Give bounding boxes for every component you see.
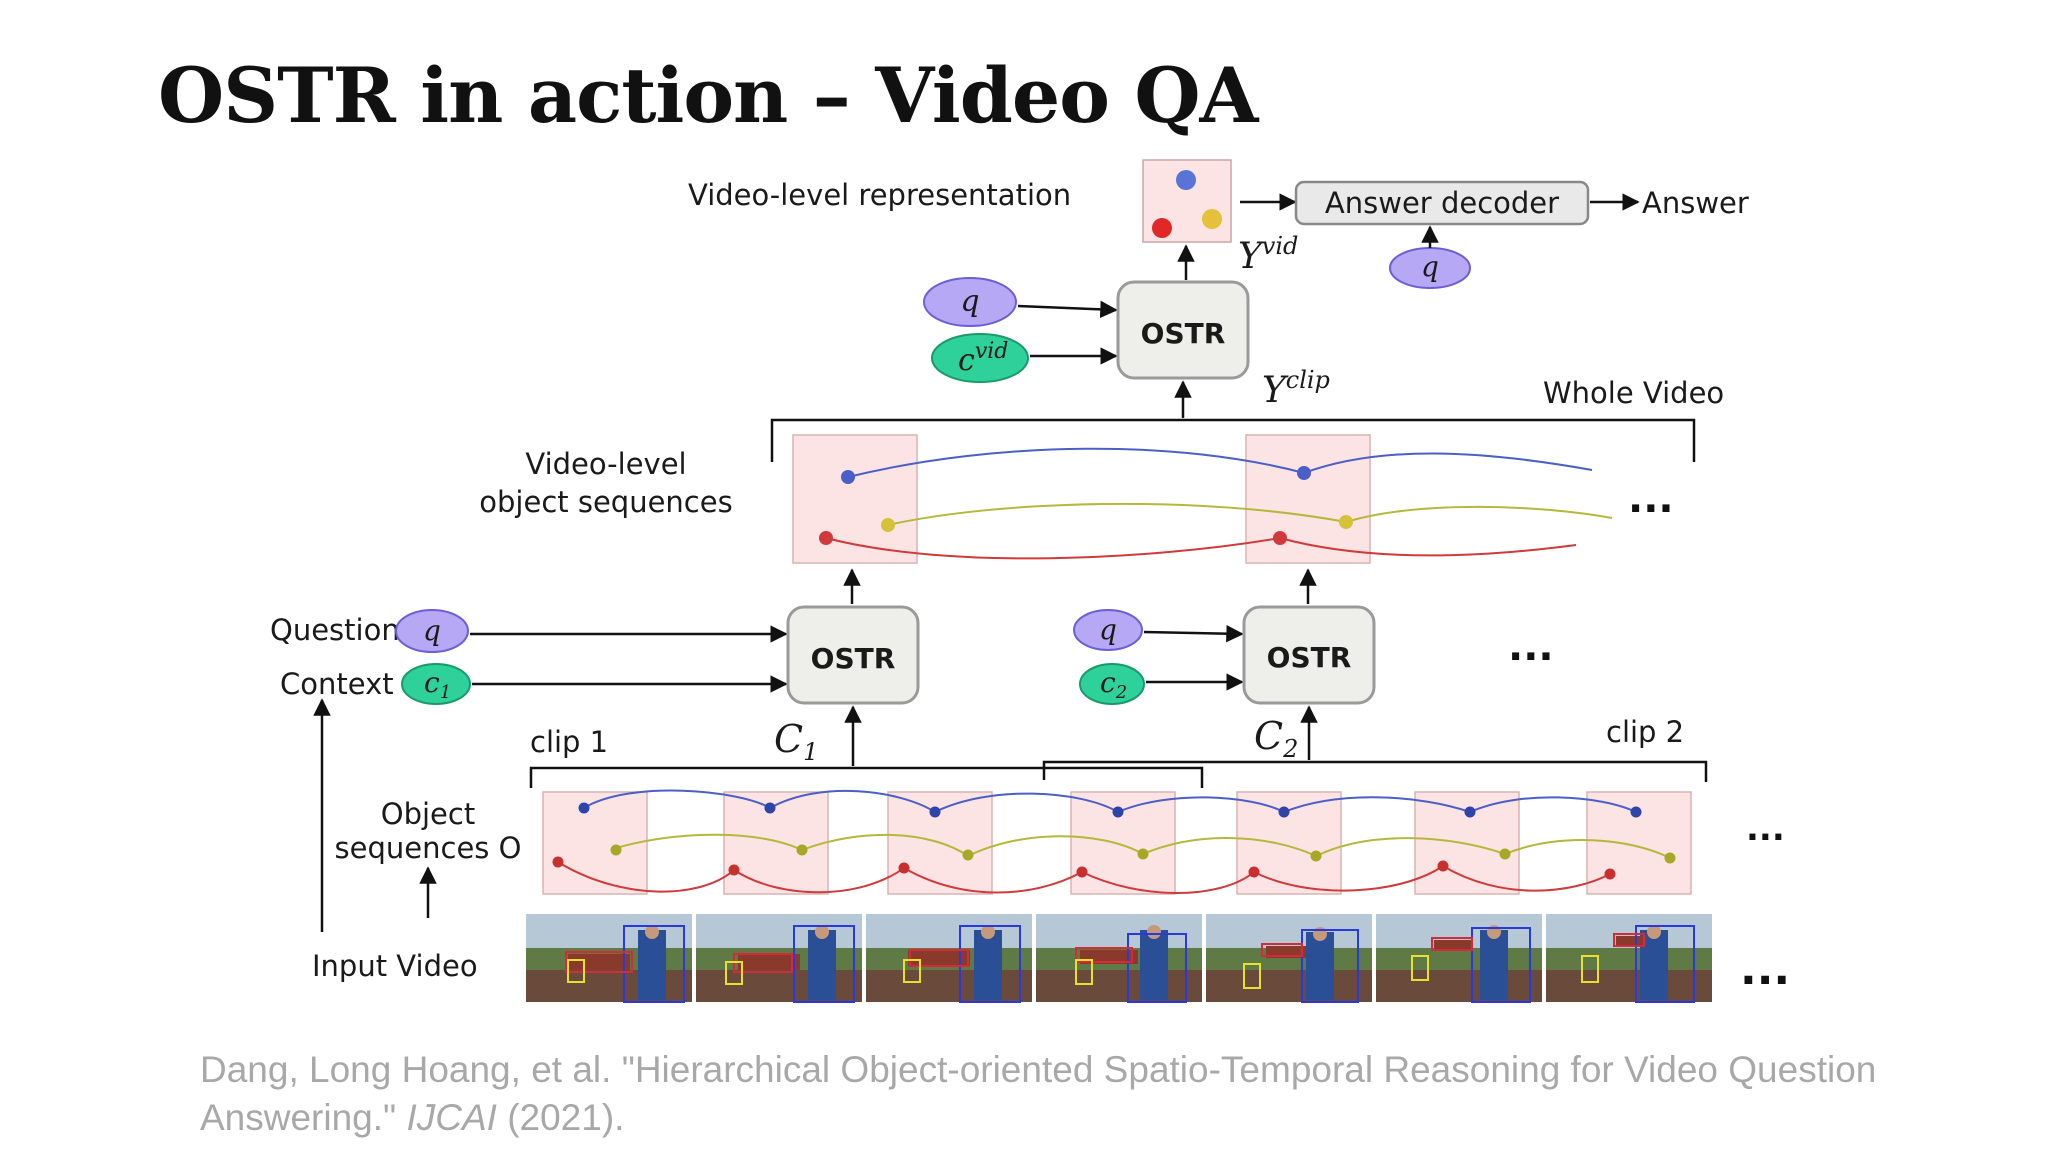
q-label-2: q: [1099, 613, 1117, 646]
citation-text: Dang, Long Hoang, et al. "Hierarchical O…: [200, 1049, 1877, 1138]
citation-year: (2021).: [496, 1097, 625, 1138]
video-blue-dot-2: [1297, 466, 1311, 480]
video-frame-2: [696, 914, 862, 1003]
video-frame-7: [1546, 914, 1712, 1003]
rep-yellow-dot: [1202, 209, 1222, 229]
yclip-label: Yclip: [1262, 366, 1330, 411]
video-frame-5: [1206, 914, 1372, 1003]
object-sequences-label-line1: Object: [381, 797, 475, 831]
ostr-top-box: [1116, 280, 1250, 380]
clip1-bracket: [529, 766, 1204, 788]
citation-venue: IJCAI: [406, 1097, 497, 1138]
q-node-1: [395, 609, 469, 653]
citation: Dang, Long Hoang, et al. "Hierarchical O…: [200, 1046, 2000, 1142]
c2-label: c2: [1100, 666, 1127, 703]
ostr-top-label: OSTR: [1141, 317, 1226, 350]
ostr-clip2-label: OSTR: [1267, 641, 1352, 674]
object-sequences-ellipsis: ...: [1746, 809, 1785, 849]
video-blue-sequence: [847, 447, 1593, 478]
video-red-sequence: [825, 536, 1577, 560]
object-frame-4: [1070, 791, 1176, 895]
video-red-dot-2: [1273, 531, 1287, 545]
object-blue-dots: [578, 802, 1642, 818]
ostr-clip2-box: [1242, 605, 1376, 705]
rep-blue-dot: [1176, 170, 1196, 190]
ostr-clip1-box: [786, 605, 920, 705]
video-yellow-dot-2: [1339, 515, 1353, 529]
video-level-ellipsis: ...: [1628, 476, 1674, 522]
clip1-label: clip 1: [530, 725, 608, 759]
object-frame-5: [1236, 791, 1342, 895]
input-video-label: Input Video: [312, 949, 478, 983]
yvid-label: Yvid: [1238, 232, 1298, 277]
arrow-q-to-top-ostr: [1017, 300, 1118, 319]
whole-video-label: Whole Video: [1543, 376, 1724, 410]
video-level-representation-label: Video-level representation: [688, 178, 1071, 212]
C2-label: C2: [1254, 714, 1298, 763]
C1-label: C1: [774, 717, 818, 766]
video-level-frame-2: [1245, 434, 1371, 564]
video-level-label-line1: Video-level: [525, 447, 686, 481]
answer-label: Answer: [1642, 186, 1749, 220]
input-video-ellipsis: ...: [1740, 944, 1790, 995]
arrow-q-to-ostr2: [1143, 624, 1244, 643]
q-label-top: q: [960, 284, 979, 319]
video-frames: [526, 914, 1712, 1003]
c1-label: c1: [424, 666, 451, 703]
clip2-label: clip 2: [1606, 715, 1684, 749]
object-frame-1: [542, 791, 648, 895]
rep-red-dot: [1152, 218, 1172, 238]
c2-node: [1079, 663, 1145, 705]
cvid-node: [931, 333, 1029, 383]
q-node-top: [923, 277, 1017, 327]
video-frame-3: [866, 914, 1032, 1003]
video-yellow-sequence: [887, 502, 1613, 526]
object-frame-2: [723, 791, 829, 895]
context-label: Context: [280, 667, 394, 701]
video-yellow-dot-1: [881, 518, 895, 532]
answer-decoder-label: Answer decoder: [1325, 186, 1559, 220]
question-label: Question: [270, 613, 400, 647]
object-red-dots: [552, 856, 1616, 880]
video-frame-6: [1376, 914, 1542, 1003]
object-yellow-dots: [610, 844, 1676, 864]
clip2-bracket: [1042, 760, 1708, 782]
q-label-decoder: q: [1421, 250, 1439, 283]
answer-decoder-box: [1294, 180, 1590, 226]
q-node-2: [1073, 609, 1143, 651]
clip-ostr-ellipsis: ...: [1508, 624, 1554, 670]
ostr-clip1-label: OSTR: [811, 642, 896, 675]
video-frame-1: [526, 914, 692, 1003]
video-level-label-line2: object sequences: [479, 485, 732, 519]
cvid-label: cvid: [958, 339, 1008, 378]
object-frame-7: [1586, 791, 1692, 895]
whole-video-bracket: [770, 418, 1696, 462]
slide-title: OSTR in action – Video QA: [158, 51, 1259, 140]
object-sequences-label-line2: sequences O: [335, 831, 522, 865]
q-label-1: q: [423, 614, 441, 647]
video-level-frame-1: [792, 434, 918, 564]
video-red-dot-1: [819, 531, 833, 545]
video-frame-4: [1036, 914, 1202, 1003]
c1-node: [401, 663, 471, 705]
video-blue-dot-1: [841, 470, 855, 484]
